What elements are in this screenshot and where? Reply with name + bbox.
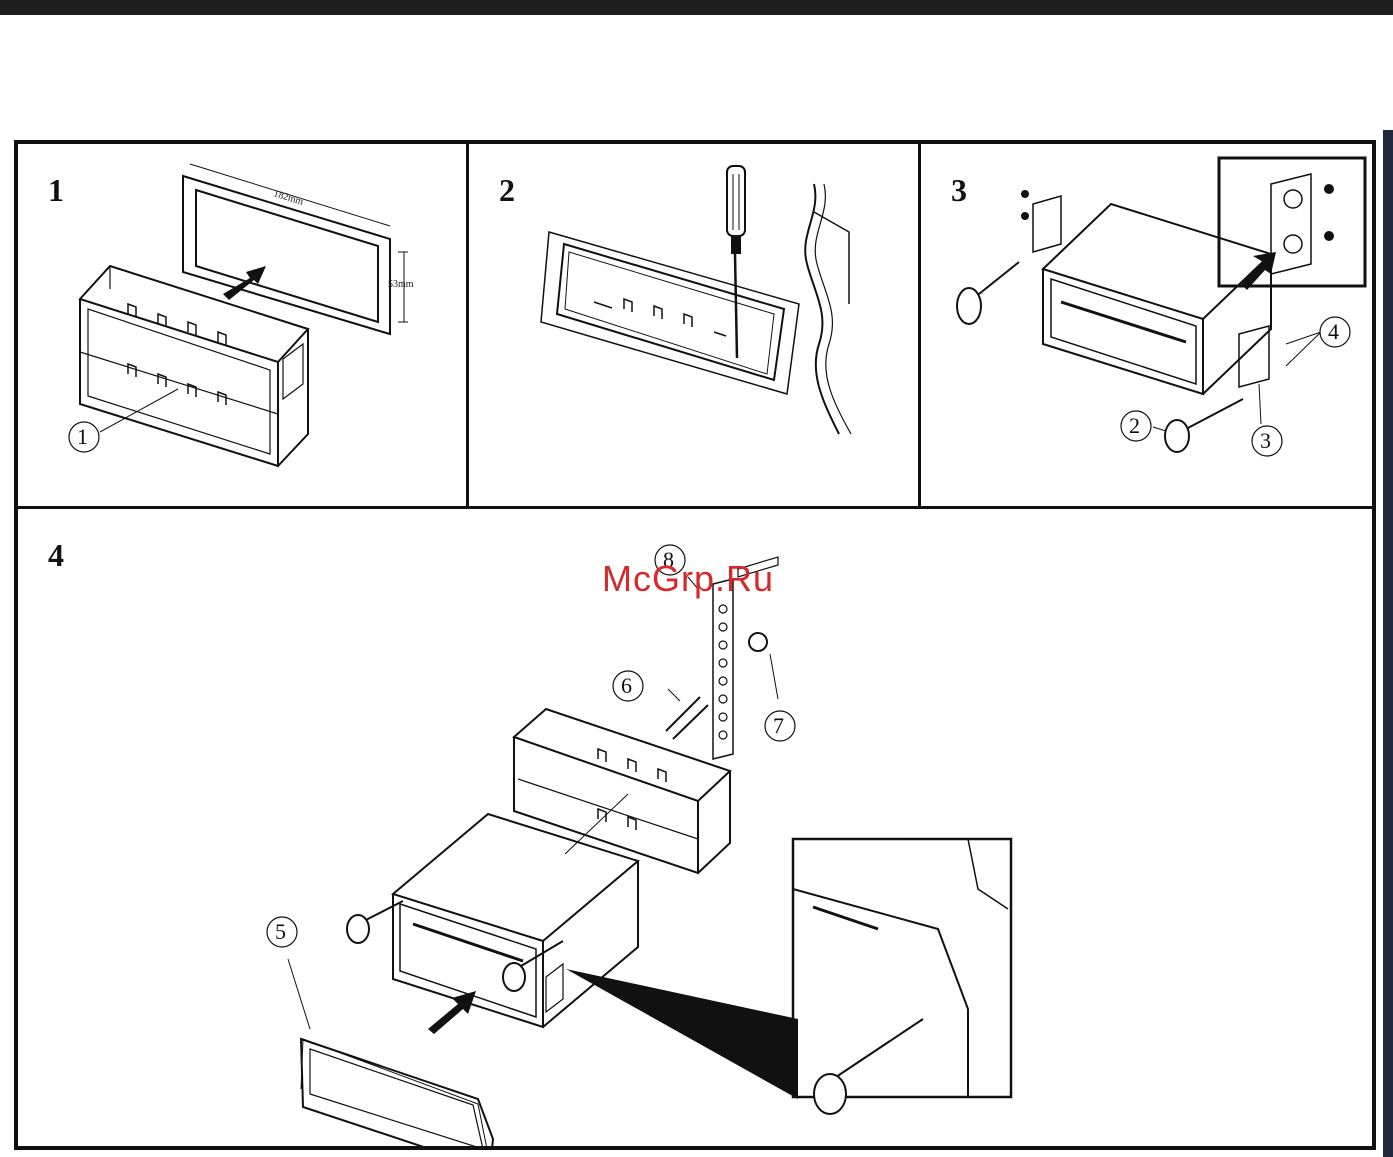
final-assembly-drawing: 5 6 7 8: [18, 509, 1372, 1146]
panel-step-1: 1: [18, 144, 469, 509]
svg-text:2: 2: [1129, 413, 1140, 438]
svg-text:5: 5: [275, 919, 286, 944]
svg-text:3: 3: [1260, 428, 1271, 453]
panel-step-3: 3: [921, 144, 1372, 509]
svg-text:7: 7: [773, 713, 784, 738]
watermark: McGrp.Ru: [602, 558, 774, 600]
svg-text:1: 1: [77, 424, 88, 449]
unit-brackets-drawing: 2 3 4: [921, 144, 1372, 506]
callout-1: 1: [69, 422, 99, 452]
right-edge-bar: [1383, 130, 1393, 1157]
dashboard-mounting-drawing: [469, 144, 918, 506]
svg-text:4: 4: [1328, 319, 1339, 344]
top-bar: [0, 0, 1393, 15]
callout-5: 5: [267, 917, 297, 947]
svg-text:6: 6: [621, 673, 632, 698]
panel-step-2: 2: [469, 144, 921, 509]
callout-2: 2: [1121, 411, 1151, 441]
callout-7: 7: [765, 711, 795, 741]
sleeve-and-frame-drawing: 182mm 53mm 1: [18, 144, 466, 506]
installation-diagram: 1: [14, 140, 1376, 1150]
callout-6: 6: [613, 671, 643, 701]
height-dimension: 53mm: [388, 279, 414, 290]
callout-3: 3: [1252, 426, 1282, 456]
callout-4: 4: [1320, 317, 1350, 347]
panel-step-4: 4: [18, 509, 1372, 1146]
